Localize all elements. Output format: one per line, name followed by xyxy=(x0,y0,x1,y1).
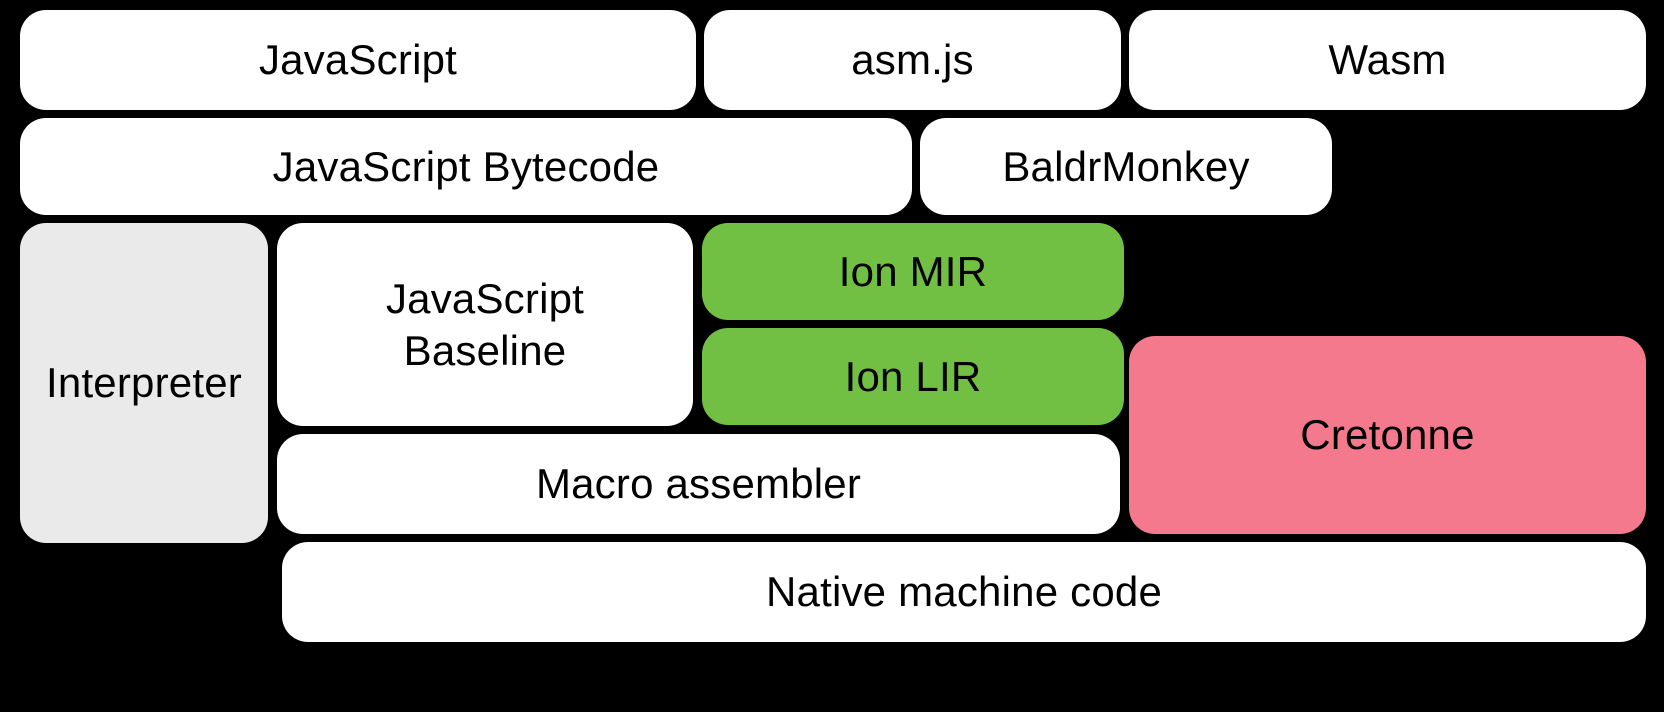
node-label-interpreter: Interpreter xyxy=(46,359,242,407)
node-label-cretonne: Cretonne xyxy=(1300,411,1475,459)
node-native-machine-code: Native machine code xyxy=(282,542,1646,642)
node-label-native-machine-code: Native machine code xyxy=(765,568,1162,616)
node-label-javascript-bytecode: JavaScript Bytecode xyxy=(272,142,660,190)
node-label-ion-mir: Ion MIR xyxy=(838,247,988,295)
node-cretonne: Cretonne xyxy=(1129,336,1646,534)
node-ion-lir: Ion LIR xyxy=(702,328,1124,425)
node-ion-mir: Ion MIR xyxy=(702,223,1124,320)
node-baldrmonkey: BaldrMonkey xyxy=(920,118,1332,215)
node-javascript-baseline: JavaScript Baseline xyxy=(277,223,693,426)
node-asmjs: asm.js xyxy=(704,10,1121,110)
node-javascript-bytecode: JavaScript Bytecode xyxy=(20,118,912,215)
node-label-javascript: JavaScript xyxy=(258,36,458,84)
node-javascript: JavaScript xyxy=(20,10,696,110)
node-wasm: Wasm xyxy=(1129,10,1646,110)
node-label-asmjs: asm.js xyxy=(851,36,974,84)
node-label-wasm: Wasm xyxy=(1328,36,1447,84)
node-label-ion-lir: Ion LIR xyxy=(844,352,982,400)
node-macro-assembler: Macro assembler xyxy=(277,434,1120,534)
node-label-javascript-baseline: JavaScript Baseline xyxy=(385,275,585,374)
node-interpreter: Interpreter xyxy=(20,223,268,543)
node-label-macro-assembler: Macro assembler xyxy=(535,460,862,508)
node-label-baldrmonkey: BaldrMonkey xyxy=(1002,142,1250,190)
